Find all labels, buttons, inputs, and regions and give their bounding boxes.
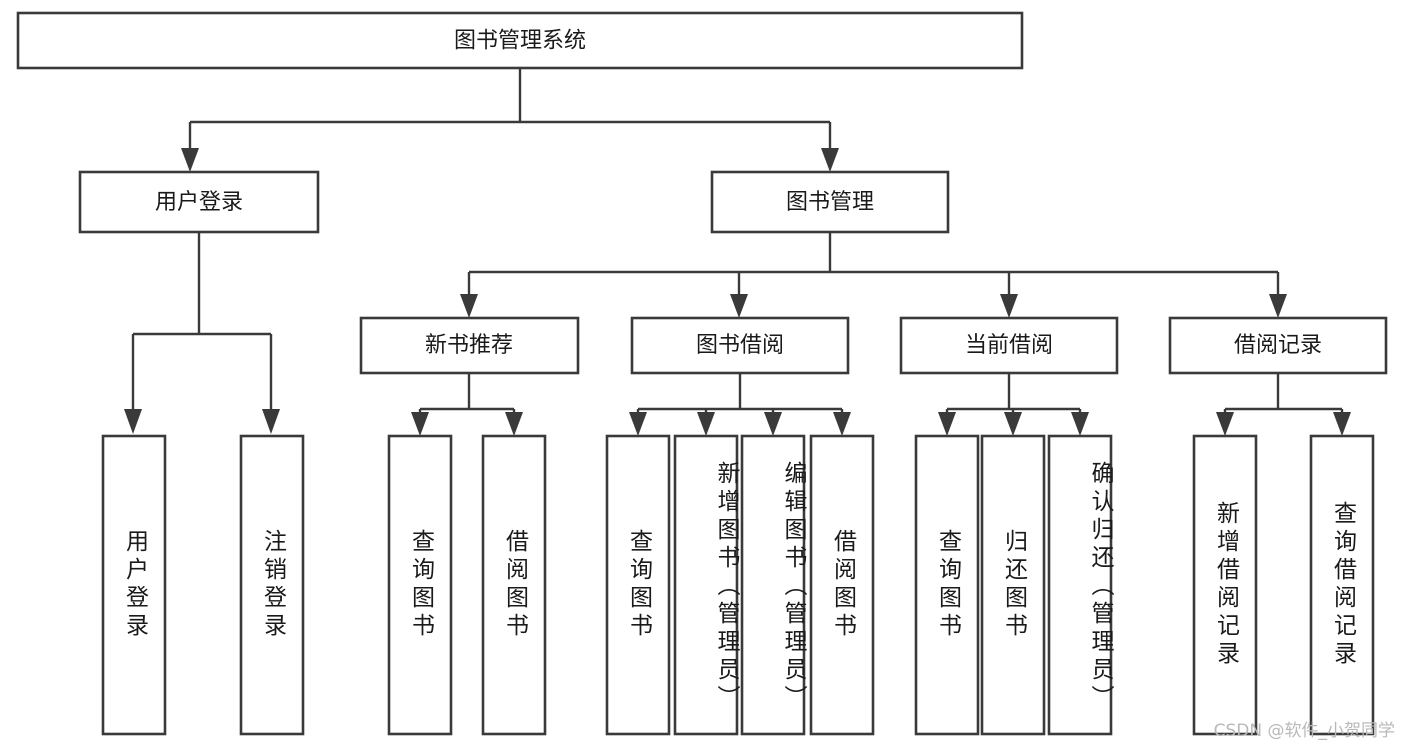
node-label-book-borrow: 图书借阅 xyxy=(696,333,784,358)
arrow-head-leaf-query-book-2 xyxy=(629,412,647,436)
node-box-leaf-borrow-book-1[interactable] xyxy=(481,434,547,736)
arrow-head-book-management xyxy=(821,148,839,172)
node-root-book-management-system[interactable]: 图书管理系统 xyxy=(16,11,1024,70)
arrow-head-leaf-borrow-book-1 xyxy=(505,412,523,436)
arrow-head-leaf-user-login xyxy=(124,409,142,434)
node-box-leaf-query-book-3[interactable] xyxy=(914,434,980,736)
arrow-head-leaf-borrow-book-2 xyxy=(833,412,851,436)
arrow-head-book-borrow xyxy=(730,294,748,318)
node-box-leaf-user-login[interactable] xyxy=(101,434,167,736)
node-box-leaf-borrow-book-2[interactable] xyxy=(809,434,875,736)
arrow-head-leaf-query-book-3 xyxy=(938,412,956,436)
node-box-leaf-add-book[interactable] xyxy=(673,434,739,736)
node-box-new-book-recommend[interactable] xyxy=(359,316,580,375)
node-box-leaf-query-book-2[interactable] xyxy=(605,434,671,736)
connector-root-to-level2 xyxy=(181,68,839,172)
connector-current-borrow-to-leaves xyxy=(938,373,1089,436)
arrow-head-leaf-edit-book xyxy=(764,412,782,436)
connector-user-login-to-leaves xyxy=(124,232,280,434)
node-box-leaf-confirm-return[interactable] xyxy=(1047,434,1113,736)
arrow-head-leaf-query-record xyxy=(1333,412,1351,436)
node-box-root[interactable] xyxy=(16,11,1024,70)
arrow-head-leaf-return-book xyxy=(1004,412,1022,436)
node-user-login[interactable]: 用户登录 xyxy=(78,170,320,234)
node-box-leaf-return-book[interactable] xyxy=(980,434,1046,736)
node-box-leaf-edit-book[interactable] xyxy=(740,434,806,736)
node-label-borrow-record: 借阅记录 xyxy=(1234,333,1322,358)
arrow-head-new-book-recommend xyxy=(460,294,478,318)
node-borrow-record[interactable]: 借阅记录 xyxy=(1168,316,1388,375)
connector-book-management-to-level3 xyxy=(460,232,1287,318)
arrow-head-borrow-record xyxy=(1269,294,1287,318)
node-label-new-book-recommend: 新书推荐 xyxy=(425,333,513,358)
node-book-borrow[interactable]: 图书借阅 xyxy=(630,316,850,375)
node-box-leaf-query-record[interactable] xyxy=(1309,434,1375,736)
node-current-borrow[interactable]: 当前借阅 xyxy=(899,316,1119,375)
node-label-root: 图书管理系统 xyxy=(454,29,586,54)
arrow-head-user-login xyxy=(181,148,199,172)
node-box-leaf-logout[interactable] xyxy=(239,434,305,736)
node-label-user-login: 用户登录 xyxy=(155,190,243,215)
arrow-head-current-borrow xyxy=(1000,294,1018,318)
node-label-current-borrow: 当前借阅 xyxy=(965,333,1053,358)
node-box-user-login[interactable] xyxy=(78,170,320,234)
node-book-management[interactable]: 图书管理 xyxy=(710,170,950,234)
node-box-leaf-add-record[interactable] xyxy=(1192,434,1258,736)
arrow-head-leaf-confirm-return xyxy=(1071,412,1089,436)
arrow-head-leaf-query-book-1 xyxy=(411,412,429,436)
arrow-head-leaf-logout xyxy=(262,409,280,434)
node-label-book-management: 图书管理 xyxy=(786,190,874,215)
node-box-leaf-query-book-1[interactable] xyxy=(387,434,453,736)
node-new-book-recommend[interactable]: 新书推荐 xyxy=(359,316,580,375)
connector-borrow-record-to-leaves xyxy=(1216,373,1351,436)
connector-new-book-recommend-to-leaves xyxy=(411,373,523,436)
watermark-text: CSDN @软件_小贺同学 xyxy=(1213,721,1395,741)
node-box-current-borrow[interactable] xyxy=(899,316,1119,375)
arrow-head-leaf-add-record xyxy=(1216,412,1234,436)
arrow-head-leaf-add-book xyxy=(697,412,715,436)
connector-book-borrow-to-leaves xyxy=(629,373,851,436)
